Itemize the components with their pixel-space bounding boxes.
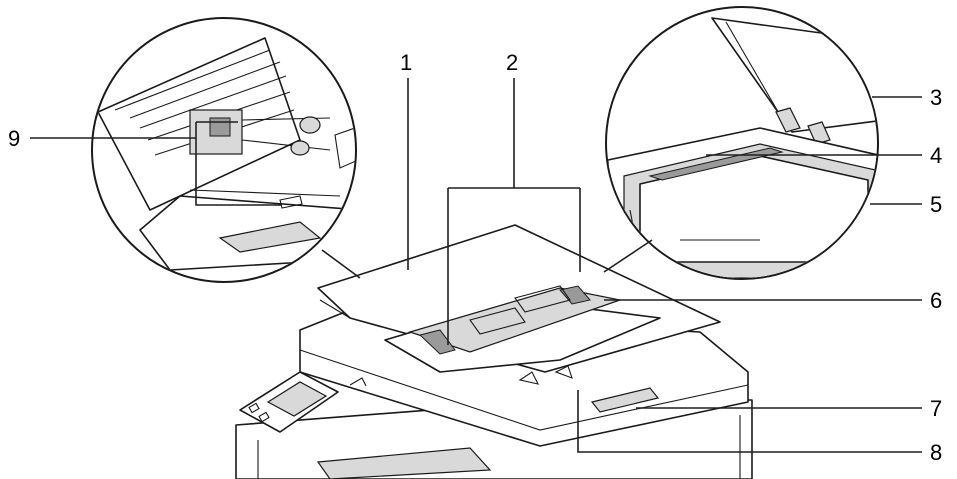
callout-6: 6 xyxy=(930,288,942,313)
adf-detail-circle xyxy=(30,17,357,283)
callout-5: 5 xyxy=(930,192,942,217)
callout-7: 7 xyxy=(930,396,942,421)
glass-detail-circle xyxy=(605,6,879,280)
right-circle-connector xyxy=(603,239,653,273)
leader-lines xyxy=(407,78,922,453)
callout-8: 8 xyxy=(930,440,942,465)
callout-2: 2 xyxy=(506,50,518,75)
printer-body xyxy=(235,224,753,479)
callout-1: 1 xyxy=(400,50,412,75)
callout-4: 4 xyxy=(930,143,942,168)
callout-9: 9 xyxy=(8,126,20,151)
callout-3: 3 xyxy=(930,85,942,110)
left-circle-connector xyxy=(321,249,361,279)
